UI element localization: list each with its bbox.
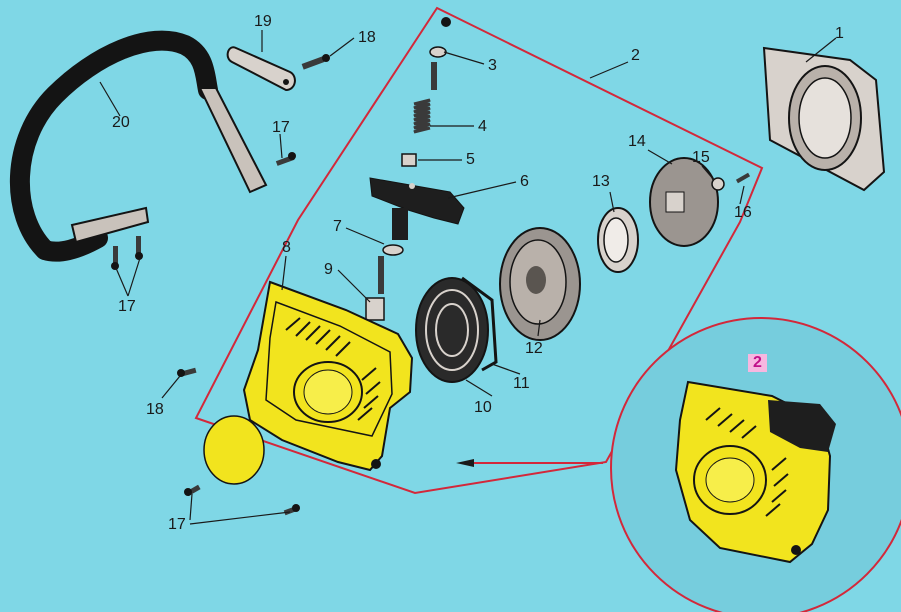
callout-3: 3 [488,57,497,74]
callout-15: 15 [692,149,710,166]
inset-assembled-starter [674,380,836,564]
callout-19: 19 [254,13,272,30]
screw-part-17-handle [275,152,296,166]
callout-1: 1 [835,25,844,42]
threaded-rod [378,256,384,294]
washer-part-7 [382,244,404,256]
callout-5: 5 [466,151,475,168]
screw-part-18-left [177,367,197,378]
callout-10: 10 [474,399,492,416]
callout-9: 9 [324,261,333,278]
fan-cover-part-1 [762,46,886,192]
assembly-outline [194,6,764,495]
nut-part-15 [711,177,725,191]
callout-13: 13 [592,173,610,190]
callout-14: 14 [628,133,646,150]
cap-disk [203,415,265,485]
bar-handle-part-20 [10,30,268,262]
screws-part-17-lower [184,484,300,516]
callout-2: 2 [631,47,640,64]
spring-cover-part-11 [461,276,498,372]
callout-17-bottom-left: 17 [118,298,136,315]
starter-housing-part-8 [242,280,414,472]
spring-part-4 [413,98,431,134]
callout-18-left: 18 [146,401,164,418]
bushing-part-5 [401,153,417,167]
callout-4: 4 [478,118,487,135]
callout-20: 20 [112,114,130,131]
screw-part-16 [735,172,751,184]
callout-11: 11 [513,375,530,392]
callout-8: 8 [282,239,291,256]
starter-handle-part-6 [369,177,465,240]
inset-pointer-head [456,459,474,467]
ratchet-part-13 [597,207,639,273]
bolt-part-3 [429,17,451,90]
callout-16: 16 [734,204,752,221]
callout-17-handle: 17 [272,119,290,136]
screw-part-18-top [301,54,330,70]
callout-7: 7 [333,218,342,235]
leader-lines [99,30,837,525]
inset-label: 2 [748,354,767,372]
callout-6: 6 [520,173,529,190]
plate-part-14 [649,157,719,247]
callout-12: 12 [525,340,543,357]
handle-clip-part-19 [226,46,296,92]
callout-17-lower: 17 [168,516,186,533]
screws-part-17-bottom-left [111,236,143,270]
nut-part-9 [365,297,385,321]
pulley-part-12 [499,227,581,341]
spring-cassette-part-10 [415,277,489,383]
callout-18-top: 18 [358,29,376,46]
